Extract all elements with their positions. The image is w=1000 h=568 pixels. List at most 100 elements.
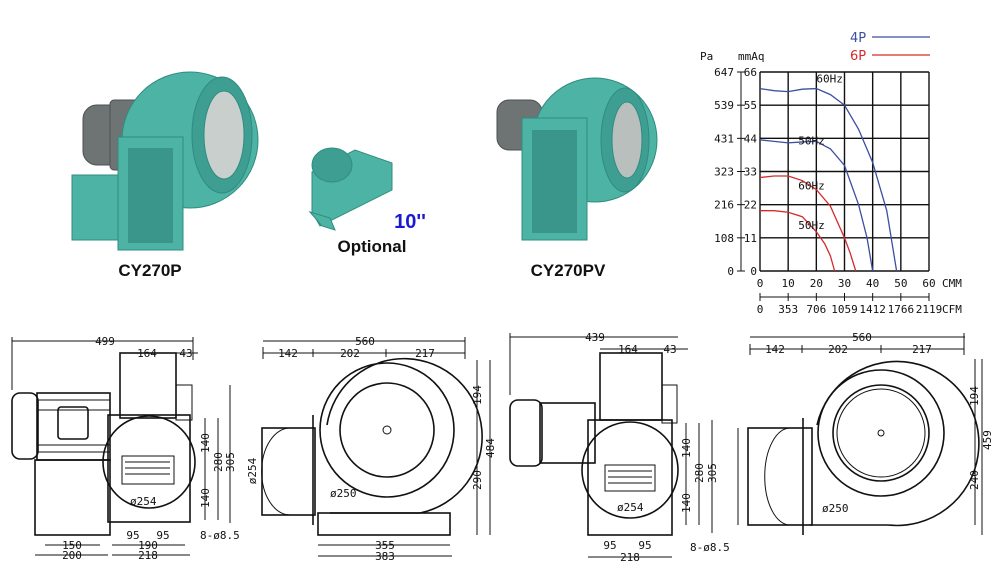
dim-h-total: 305 [224, 452, 237, 472]
dim-h-bottom: 140 [680, 493, 693, 513]
dim-seg1: 142 [278, 347, 298, 360]
series-line-6p-60hz [759, 175, 857, 272]
dim-seg3: 217 [912, 343, 932, 356]
dim-bolt-b: 95 [156, 529, 169, 542]
dim-seg2: 202 [828, 343, 848, 356]
y2-tick-label: 216 [714, 199, 734, 212]
x2-axis-label: CFM [942, 303, 962, 316]
model-label-cy270p: CY270P [118, 261, 181, 280]
y-tick-label: 11 [744, 232, 757, 245]
drawing-cy270p-side: 560 142 202 217 194 290 484 355 383 ø250… [246, 335, 497, 563]
dim-bolt-span: 190 [138, 539, 158, 552]
x-tick-label: 50 [894, 277, 907, 290]
series-label: 60Hz [798, 180, 825, 193]
optional-label: Optional [338, 237, 407, 256]
y-tick-label: 22 [744, 199, 757, 212]
drawing-cy270pv-side: 560 142 202 217 194 240 459 ø250 [747, 331, 994, 535]
fan-photo-cy270p [71, 71, 259, 251]
dim-base-inner: 355 [375, 539, 395, 552]
dim-overall: 499 [95, 335, 115, 348]
dim-lower: 240 [968, 470, 981, 490]
x2-tick-label: 353 [778, 303, 798, 316]
performance-chart: 4P 6P Pa mmAq CMM CFM 001035320706301059… [700, 31, 962, 316]
series-line-4p-60hz [759, 87, 898, 272]
dim-base-outer: 383 [375, 550, 395, 563]
drawing-cy270pv-front: 439 164 43 140 140 280 305 95 95 218 8-ø… [509, 331, 739, 564]
x2-tick-label: 1766 [888, 303, 915, 316]
dim-holes: 8-ø8.5 [200, 529, 240, 542]
x-tick-label: 20 [810, 277, 823, 290]
y2-tick-label: 0 [727, 265, 734, 278]
x2-tick-label: 706 [806, 303, 826, 316]
adapter-size: 10'' [394, 211, 426, 233]
y2-tick-label: 539 [714, 99, 734, 112]
dim-offset: 43 [663, 343, 676, 356]
dim-bolt-a: 95 [126, 529, 139, 542]
dim-h-mid: 280 [212, 452, 225, 472]
series-line-4p-50hz [759, 139, 874, 272]
dim-h-total: 305 [706, 463, 719, 483]
x-tick-label: 60 [922, 277, 935, 290]
y2-tick-label: 431 [714, 132, 734, 145]
dim-h-bottom: 140 [199, 488, 212, 508]
y-tick-label: 33 [744, 166, 757, 179]
dim-upper: 194 [471, 385, 484, 405]
y2-tick-label: 647 [714, 66, 734, 79]
y-tick-label: 55 [744, 99, 757, 112]
x-tick-label: 40 [866, 277, 879, 290]
dim-seg1: 142 [765, 343, 785, 356]
dim-seg3: 217 [415, 347, 435, 360]
x-axis-label: CMM [942, 277, 962, 290]
x2-tick-label: 2119 [916, 303, 943, 316]
dim-offset: 43 [179, 347, 192, 360]
adapter-photo [308, 147, 393, 231]
dim-inlet-dia: ø250 [822, 502, 849, 515]
dim-bolt-b: 95 [638, 539, 651, 552]
series-label: 60Hz [816, 73, 843, 86]
y-tick-label: 0 [750, 265, 757, 278]
dim-h-top: 140 [680, 438, 693, 458]
dim-base-outer: 200 [62, 549, 82, 562]
series-label: 50Hz [798, 134, 825, 147]
drawing-cy270p-front: 499 164 43 140 140 280 305 95 95 190 218… [11, 335, 240, 562]
dim-overall: 560 [852, 331, 872, 344]
dim-height: 484 [484, 438, 497, 458]
dim-bolt-a: 95 [603, 539, 616, 552]
dim-h-top: 140 [199, 433, 212, 453]
dim-h-mid: 280 [693, 463, 706, 483]
dim-flange: 218 [138, 549, 158, 562]
dim-overall: 560 [355, 335, 375, 348]
dim-inlet-dia: ø254 [617, 501, 644, 514]
dim-inlet-dia: ø250 [330, 487, 357, 500]
dim-holes: 8-ø8.5 [690, 541, 730, 554]
x2-tick-label: 1059 [831, 303, 858, 316]
dim-base-inner: 150 [62, 539, 82, 552]
y-axis-label: mmAq [738, 50, 765, 63]
x2-tick-label: 0 [757, 303, 764, 316]
model-label-cy270pv: CY270PV [531, 261, 606, 280]
fan-photo-cy270pv [496, 77, 658, 241]
x-tick-label: 10 [782, 277, 795, 290]
dim-duct-dia: ø254 [246, 457, 259, 484]
x2-tick-label: 1412 [859, 303, 886, 316]
dim-upper: 194 [968, 386, 981, 406]
series-line-6p-50hz [760, 210, 836, 272]
dim-overall: 439 [585, 331, 605, 344]
dim-seg2: 202 [340, 347, 360, 360]
dim-outlet: 164 [137, 347, 157, 360]
dim-height: 459 [981, 430, 994, 450]
dim-lower: 290 [471, 470, 484, 490]
x-tick-label: 30 [838, 277, 851, 290]
series-label: 50Hz [798, 219, 825, 232]
y2-axis-label: Pa [700, 50, 713, 63]
y2-tick-label: 323 [714, 166, 734, 179]
y2-tick-label: 108 [714, 232, 734, 245]
legend-4p: 4P [850, 31, 866, 46]
x-tick-label: 0 [757, 277, 764, 290]
y-tick-label: 66 [744, 66, 757, 79]
dim-outlet: 164 [618, 343, 638, 356]
dim-inlet-dia: ø254 [130, 495, 157, 508]
dim-flange: 218 [620, 551, 640, 564]
y-tick-label: 44 [744, 132, 758, 145]
